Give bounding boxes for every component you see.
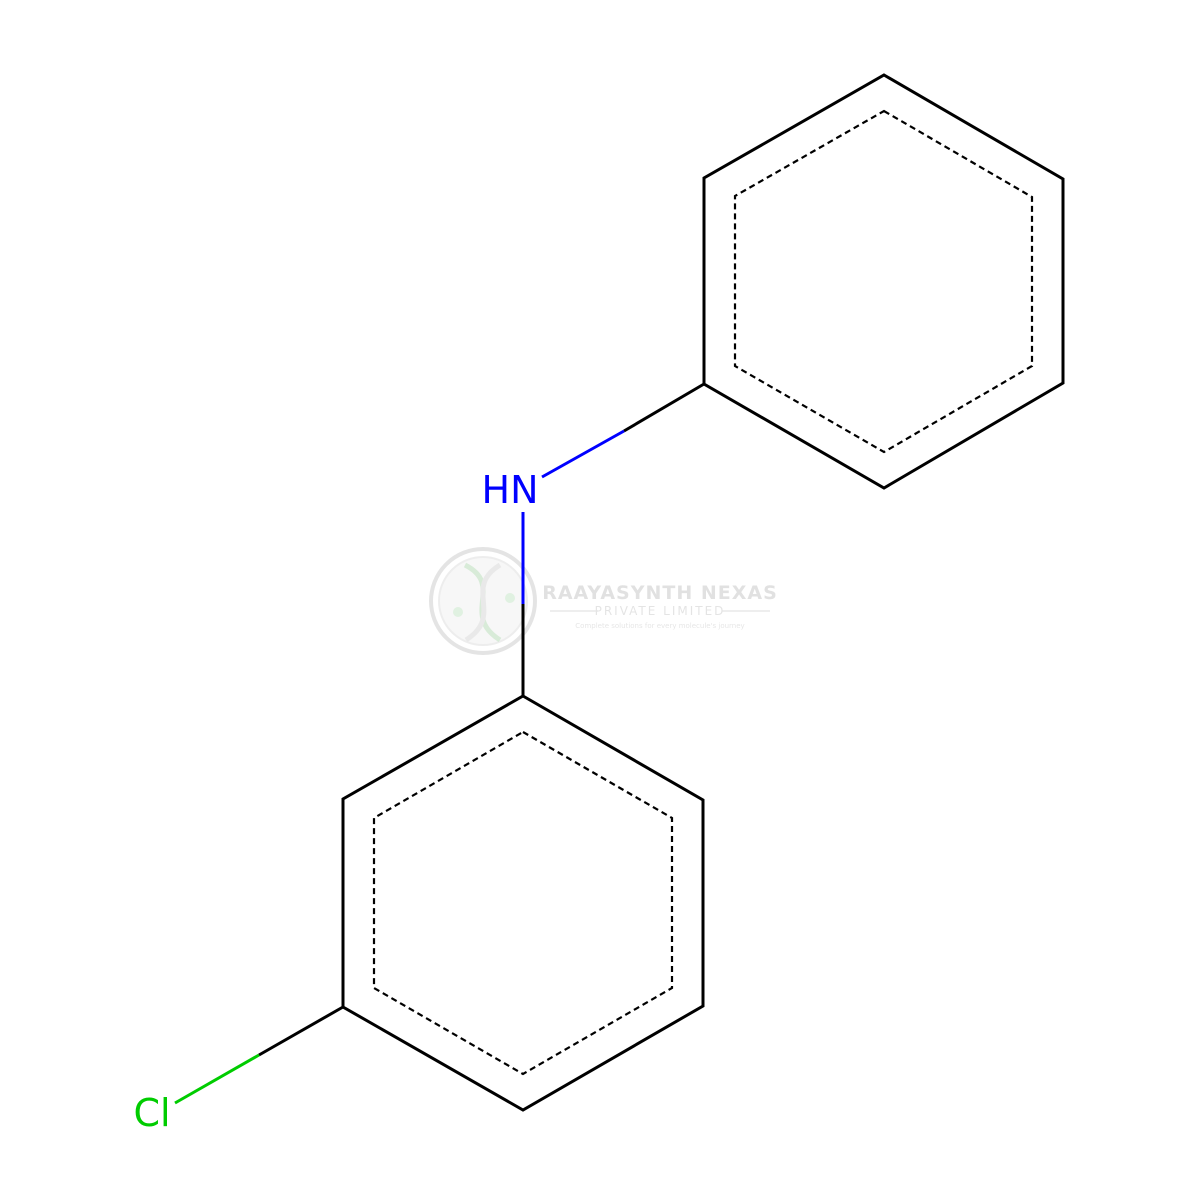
- ring-upper-aromatic-bonds: [733, 109, 1034, 454]
- ring-upper-outer-bonds: [702, 73, 1065, 490]
- ring-lower-outer-bonds: [341, 694, 705, 1112]
- atom-label-chlorine: Cl: [133, 1091, 170, 1135]
- watermark-company: RAAYASYNTH NEXAS: [542, 582, 778, 604]
- phenyl-ring-lower: [341, 694, 705, 1112]
- watermark: RAAYASYNTH NEXAS PRIVATE LIMITED Complet…: [429, 547, 778, 655]
- ring-lower-aromatic-bonds: [372, 730, 674, 1076]
- phenyl-ring-upper: [702, 73, 1065, 490]
- atom-label-nitrogen: HN: [482, 468, 539, 512]
- bond-c-cl: [174, 1005, 344, 1105]
- watermark-logo-icon: [429, 547, 537, 655]
- bond-n-upper-ring: [541, 382, 705, 479]
- watermark-tagline: Complete solutions for every molecule's …: [575, 622, 744, 630]
- watermark-subtitle: PRIVATE LIMITED: [595, 604, 726, 618]
